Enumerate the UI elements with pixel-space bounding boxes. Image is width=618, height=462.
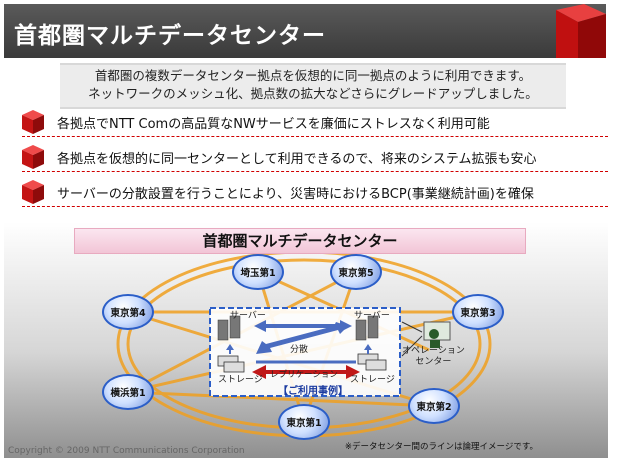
storage-label: ストレージ [350, 375, 395, 385]
summary-line-2: ネットワークのメッシュ化、拠点数の拡大などさらにグレードアップしました。 [88, 86, 538, 101]
datacenter-node: 東京第5 [330, 254, 382, 290]
cube-logo-icon [556, 4, 606, 58]
red-cube-icon [22, 180, 44, 204]
server-icon [217, 315, 379, 341]
red-cube-icon [22, 110, 44, 134]
feature-text: 各拠点でNTT Comの高品質なNWサービスを廉価にストレスなく利用可能 [57, 117, 490, 132]
feature-text: 各拠点を仮想的に同一センターとして利用できるので、将来のシステム拡張も安心 [57, 152, 537, 167]
operation-center-label: オペレーション センター [402, 346, 465, 367]
red-cube-icon [22, 145, 44, 169]
summary-box: 首都圏の複数データセンター拠点を仮想的に同一拠点のように利用できます。 ネットワ… [60, 63, 566, 109]
datacenter-node: 東京第2 [408, 388, 460, 424]
feature-item: 各拠点を仮想的に同一センターとして利用できるので、将来のシステム拡張も安心 [22, 143, 608, 172]
copyright: Copyright © 2009 NTT Communications Corp… [8, 446, 245, 456]
datacenter-node: 埼玉第1 [232, 254, 284, 290]
summary-line-1: 首都圏の複数データセンター拠点を仮想的に同一拠点のように利用できます。 [94, 68, 532, 83]
datacenter-node: 東京第4 [102, 294, 154, 330]
feature-item: サーバーの分散設置を行うことにより、災害時におけるBCP(事業継続計画)を確保 [22, 178, 608, 207]
datacenter-node: 東京第1 [278, 404, 330, 440]
network-diagram: 首都圏マルチデータセンター 埼玉第1 東京第5 東京第4 東京第3 横浜第1 東… [4, 222, 608, 458]
distributed-label: 分散 [290, 345, 309, 355]
server-label: サーバー [354, 311, 390, 321]
example-label: 【ご利用事例】 [278, 386, 348, 397]
replication-label: レプリケーション [270, 370, 338, 380]
footnote: ※データセンター間のラインは論理イメージです。 [344, 442, 538, 452]
diagram-title: 首都圏マルチデータセンター [74, 228, 526, 254]
feature-text: サーバーの分散設置を行うことにより、災害時におけるBCP(事業継続計画)を確保 [57, 187, 534, 202]
storage-label: ストレージ [218, 375, 263, 385]
datacenter-node: 東京第3 [452, 294, 504, 330]
feature-item: 各拠点でNTT Comの高品質なNWサービスを廉価にストレスなく利用可能 [22, 108, 608, 137]
page-title: 首都圏マルチデータセンター [14, 23, 326, 49]
mesh-lines [116, 250, 492, 438]
header-bar: 首都圏マルチデータセンター [4, 4, 606, 58]
datacenter-node: 横浜第1 [102, 374, 154, 410]
server-label: サーバー [230, 311, 266, 321]
operator-icon [423, 321, 451, 348]
